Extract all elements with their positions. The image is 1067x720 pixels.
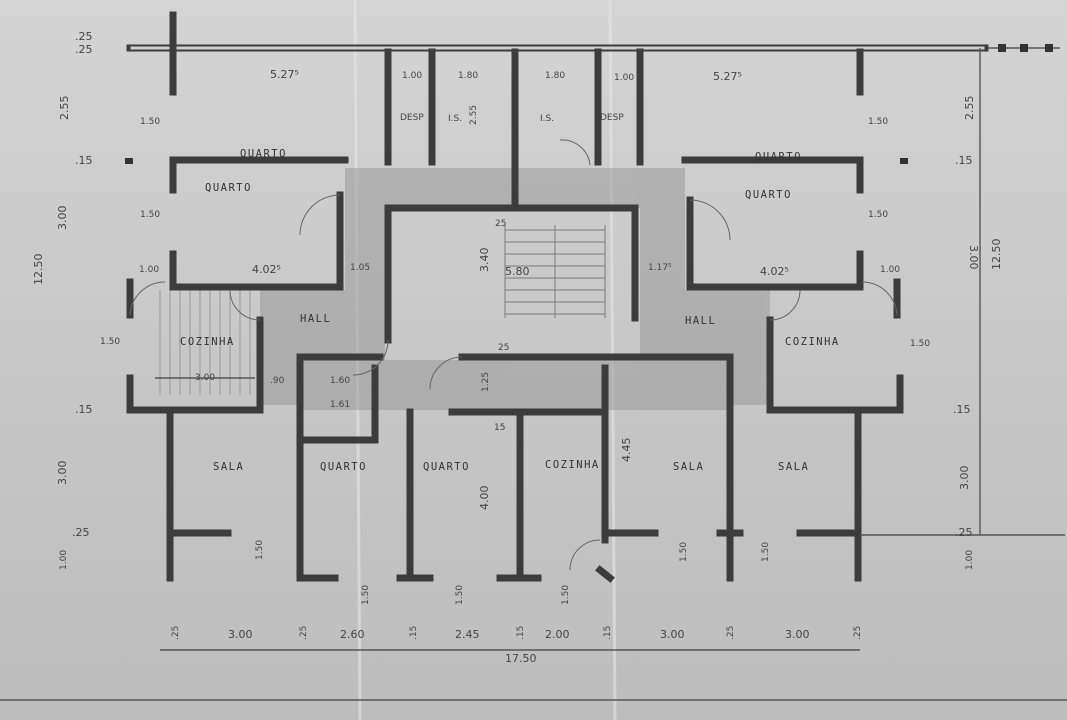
dimension-annotations: 5.27⁵ 5.27⁵ 1.00 1.80 1.80 1.00 2.55 .25…: [32, 30, 1003, 665]
dimension-label: 1.25: [481, 372, 491, 392]
dimension-label: 1.50: [868, 117, 888, 127]
dimension-label: 3.00: [228, 628, 253, 641]
dimension-label: .25: [171, 626, 181, 640]
dimension-label: 2.55: [469, 105, 479, 125]
dimension-label: 12.50: [32, 254, 45, 286]
room-label: QUARTO: [205, 182, 252, 194]
dimension-label: .15: [75, 154, 93, 167]
dimension-label: 3.00: [56, 461, 69, 486]
dimension-label: 25: [495, 219, 506, 229]
dimension-label: 1.00: [402, 71, 422, 81]
thin-lines: [0, 47, 1067, 701]
dimension-label: 5.27⁵: [713, 70, 742, 83]
room-label: SALA: [213, 461, 244, 473]
room-label: COZINHA: [545, 459, 600, 471]
room-label: DESP: [400, 113, 424, 123]
dimension-label: 3.40: [478, 248, 491, 273]
dimension-label: 1.00: [139, 265, 159, 275]
dimension-label: 4.02⁵: [252, 263, 281, 276]
dimension-label: .25: [299, 626, 309, 640]
dimension-label: 2.45: [455, 628, 480, 641]
dimension-label: .15: [75, 403, 93, 416]
room-label: SALA: [778, 461, 809, 473]
dimension-label: 1.50: [455, 585, 465, 605]
room-label: I.S.: [448, 114, 462, 124]
room-label: SALA: [673, 461, 704, 473]
dimension-label: 17.50: [505, 652, 537, 665]
dimension-label: .25: [853, 626, 863, 640]
dimension-label: .25: [75, 43, 93, 56]
room-label: HALL: [300, 313, 331, 325]
dimension-label: 1.50: [868, 210, 888, 220]
dimension-label: 2.55: [963, 96, 976, 121]
dimension-label: 3.00: [967, 245, 980, 270]
dimension-label: .15: [516, 626, 526, 640]
dimension-label: 4.45: [620, 438, 633, 463]
dimension-label: .25: [72, 526, 90, 539]
dimension-label: 1.00: [59, 550, 69, 570]
room-label: DESP: [600, 113, 624, 123]
dimension-label: 1.00: [880, 265, 900, 275]
dimension-label: 3.00: [56, 206, 69, 231]
dimension-label: 1.80: [545, 71, 565, 81]
dimension-label: 1.60: [330, 376, 350, 386]
staircase: [504, 225, 606, 318]
dimension-label: 1.50: [361, 585, 371, 605]
dimension-label: .15: [953, 403, 971, 416]
room-label: QUARTO: [320, 461, 367, 473]
dimension-label: 1.61: [330, 400, 350, 410]
door-swings: [129, 139, 898, 571]
column-markers: [125, 44, 1053, 164]
dimension-label: 5.27⁵: [270, 68, 299, 81]
dimension-label: 1.50: [561, 585, 571, 605]
dimension-label: 3.00: [958, 466, 971, 491]
room-label: QUARTO: [745, 189, 792, 201]
dimension-label: .25: [75, 30, 93, 43]
room-label: QUARTO: [755, 151, 802, 163]
dimension-label: .90: [270, 376, 285, 386]
dimension-label: 2.60: [340, 628, 365, 641]
dimension-label: 5.80: [505, 265, 530, 278]
dimension-label: 1.50: [679, 542, 689, 562]
dimension-label: 1.50: [140, 117, 160, 127]
room-label: COZINHA: [785, 336, 840, 348]
dimension-label: 1.80: [458, 71, 478, 81]
dimension-label: 1.50: [910, 339, 930, 349]
room-label: QUARTO: [240, 148, 287, 160]
dimension-label: .15: [409, 626, 419, 640]
room-label: COZINHA: [180, 336, 235, 348]
dimension-label: 12.50: [990, 239, 1003, 271]
dimension-label: 1.05: [350, 263, 370, 273]
dimension-label: 3.00: [785, 628, 810, 641]
dimension-label: 15: [494, 423, 505, 433]
dimension-label: 1.00: [965, 550, 975, 570]
dimension-label: .25: [726, 626, 736, 640]
room-label: I.S.: [540, 114, 554, 124]
dimension-label: 1.00: [614, 73, 634, 83]
dimension-label: 1.50: [140, 210, 160, 220]
dimension-label: 4.00: [478, 486, 491, 511]
dimension-label: 1.50: [761, 542, 771, 562]
room-label: HALL: [685, 315, 716, 327]
walls: [126, 11, 989, 583]
dimension-label: .15: [603, 626, 613, 640]
dimension-label: 3.00: [195, 373, 215, 383]
dimension-label: 1.17⁵: [648, 263, 672, 273]
dimension-label: 2.55: [58, 96, 71, 121]
dimension-label: 3.00: [660, 628, 685, 641]
dimension-label: .25: [955, 526, 973, 539]
dimension-label: 1.50: [255, 540, 265, 560]
dimension-label: 4.02⁵: [760, 265, 789, 278]
room-label: QUARTO: [423, 461, 470, 473]
dimension-label: .15: [955, 154, 973, 167]
dimension-label: 2.00: [545, 628, 570, 641]
dimension-label: 25: [498, 343, 509, 353]
dimension-label: 1.50: [100, 337, 120, 347]
